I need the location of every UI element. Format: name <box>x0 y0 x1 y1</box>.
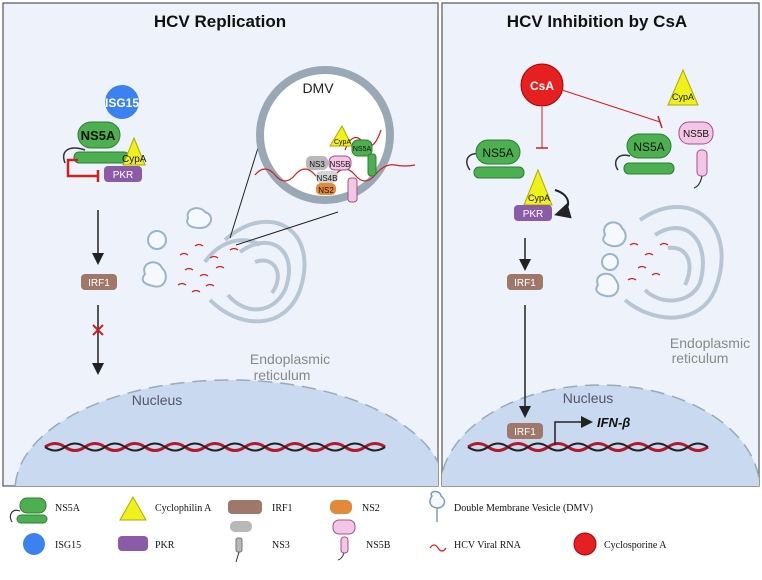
ns5b-box-dmv <box>328 155 352 171</box>
ns5a-protein-left <box>63 121 130 164</box>
nucleus-label-right: Nucleus <box>563 390 614 406</box>
dmv-vesicle <box>256 66 394 204</box>
legend-cyclophilin-label: Cyclophilin A <box>155 503 212 514</box>
legend-csa-icon <box>573 532 597 556</box>
left-panel-title: HCV Replication <box>154 12 286 31</box>
ns5a-box-dmv <box>351 139 373 157</box>
legend-ns5b-label: NS5B <box>366 540 391 551</box>
cypa-label-dmv: CypA <box>334 139 351 146</box>
legend-cyclophilin-icon <box>119 495 147 521</box>
legend-bg <box>0 490 762 575</box>
ns5a-protein-right-2 <box>614 133 675 175</box>
legend-isg15-label: ISG15 <box>55 540 81 551</box>
irf1-box-nucleus <box>507 423 543 439</box>
ns5b-label-dmv: NS5B <box>330 160 351 169</box>
cypa-label-right: CypA <box>528 193 550 203</box>
csa-label: CsA <box>530 79 554 93</box>
legend-rna-label: HCV Viral RNA <box>454 540 522 551</box>
irf1-label-nucleus: IRF1 <box>514 427 536 438</box>
legend-irf1-icon <box>228 500 262 514</box>
dmv-vesicles-right <box>595 221 627 298</box>
ns5a-label-left: NS5A <box>81 128 116 143</box>
endoplasmic-reticulum-left <box>203 219 307 324</box>
ns5a-tail-dmv <box>367 153 377 177</box>
pkr-label-right: PKR <box>523 209 544 220</box>
er-label-left-1: Endoplasmic <box>250 351 330 367</box>
irf1-box-right <box>507 274 543 290</box>
legend-csa-label: Cyclosporine A <box>604 540 667 551</box>
er-label-right-1: Endoplasmic <box>670 335 750 351</box>
legend-ns5a-icon <box>9 497 48 524</box>
ifn-transcription-arrow <box>554 416 593 445</box>
legend: NS5A Cyclophilin A IRF1 NS2 Double Membr… <box>0 490 762 575</box>
ns3-box <box>306 156 328 170</box>
er-label-left-2: reticulum <box>254 367 311 383</box>
rna-squiggles-left <box>177 243 239 293</box>
ns5b-tail-free <box>696 149 708 177</box>
nucleus <box>14 379 438 486</box>
legend-ns3-icon <box>230 521 252 563</box>
csa-circle <box>520 63 564 107</box>
cypa-triangle-left <box>122 136 146 166</box>
csa-inhibit-cypa-bar <box>657 115 663 129</box>
ns5a-protein-right-1 <box>466 139 525 179</box>
zoom-line-2 <box>235 211 339 246</box>
legend-isg15-icon <box>23 533 45 555</box>
pkr-box-right <box>514 205 552 221</box>
legend-ns5a-label: NS5A <box>55 503 81 514</box>
ns2-box <box>316 183 336 195</box>
irf1-box-left <box>81 274 117 290</box>
right-panel: HCV Inhibition by CsA Nucleus CsA CypA N… <box>441 2 760 487</box>
legend-irf1-label: IRF1 <box>272 503 293 514</box>
nucleus-label-left: Nucleus <box>132 392 183 408</box>
activation-arrow <box>554 189 572 219</box>
legend-dmv-label: Double Membrane Vesicle (DMV) <box>454 503 593 514</box>
cypa-triangle-free <box>667 68 699 106</box>
zoom-line-1 <box>229 134 263 239</box>
legend-ns5b-icon <box>332 519 356 561</box>
ns5b-tail-dmv <box>347 177 358 203</box>
pkr-label-left: PKR <box>113 170 134 181</box>
ns5a-label-right-2: NS5A <box>633 140 664 154</box>
rna-squiggles-right <box>627 242 669 281</box>
isg15-circle <box>105 85 139 119</box>
legend-pkr-icon <box>118 536 148 551</box>
cypa-label-left: CypA <box>122 154 147 165</box>
cypa-label-free: CypA <box>672 92 694 102</box>
dmv-label: DMV <box>302 80 334 96</box>
legend-dmv-icon <box>429 490 446 522</box>
ns3-label: NS3 <box>309 160 325 169</box>
legend-pkr-label: PKR <box>155 540 175 551</box>
er-label-right-2: reticulum <box>672 350 729 366</box>
dmv-vesicles-left <box>141 207 212 288</box>
block-x-mark <box>92 324 104 336</box>
ns2-label: NS2 <box>318 186 334 195</box>
dna-helix-right <box>467 442 709 452</box>
pkr-box-left <box>104 166 142 182</box>
ns4b-box <box>316 171 338 183</box>
isg15-label: ISG15 <box>105 96 139 110</box>
right-panel-title: HCV Inhibition by CsA <box>507 12 687 31</box>
dna-helix-left <box>44 442 386 452</box>
inhibition-bracket <box>66 158 98 178</box>
ns4b-label: NS4B <box>317 174 338 183</box>
legend-ns3-label: NS3 <box>272 540 290 551</box>
ns5a-label-dmv: NS5A <box>353 146 372 153</box>
csa-inhibit-cypa <box>561 89 661 123</box>
ifn-beta-label: IFN-β <box>597 415 630 430</box>
legend-ns2-icon <box>330 500 352 514</box>
ns5b-head-free <box>678 121 714 145</box>
irf1-label-right: IRF1 <box>514 278 536 289</box>
irf1-label-left: IRF1 <box>88 278 110 289</box>
ns5a-label-right-1: NS5A <box>482 146 513 160</box>
legend-ns2-label: NS2 <box>362 503 380 514</box>
cypa-triangle-dmv <box>329 124 353 147</box>
legend-rna-icon <box>429 544 447 552</box>
endoplasmic-reticulum-right <box>623 205 724 320</box>
left-panel: HCV Replication Nucleus ISG15 NS5A CypA … <box>2 2 439 487</box>
ns5b-label-free: NS5B <box>683 129 709 140</box>
